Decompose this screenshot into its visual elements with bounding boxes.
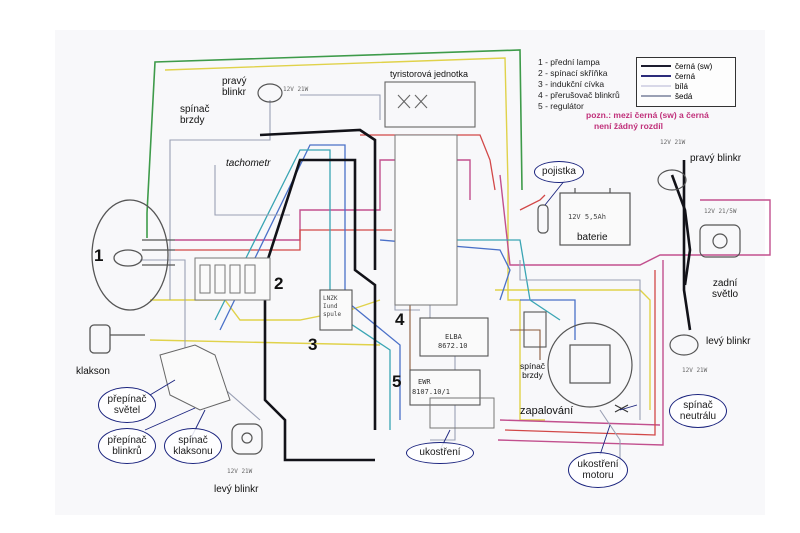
flasher-brand: ELBA [445, 333, 462, 341]
rear-left-blinker-lamp [669, 334, 699, 356]
label-rear-brake-switch: spínač brzdy [520, 361, 546, 381]
legend-label: černá [675, 71, 696, 81]
callout-text: ukostření [419, 447, 461, 459]
callout-light-switch: přepínač světel [98, 387, 156, 423]
key-item: 4 - přerušovač blinkrů [538, 90, 620, 100]
ground-terminal-strip [429, 397, 495, 429]
callout-fuse: pojistka [534, 161, 584, 183]
regulator-unit [409, 369, 481, 406]
bulb-rating: 12V 21/5W [704, 208, 737, 215]
note-line: není žádný rozdíl [594, 121, 663, 131]
legend-row: černá (sw) [641, 61, 731, 71]
ignition-coil [319, 289, 353, 331]
key-item: 2 - spínací skříňka [538, 68, 608, 78]
label-rear-right-blinker: pravý blinkr [690, 153, 742, 164]
cyan-wires [214, 149, 561, 430]
label-battery: baterie [577, 232, 608, 243]
thyristor-unit [384, 81, 476, 128]
component-key-list: 1 - přední lampa 2 - spínací skříňka 3 -… [538, 57, 620, 112]
ignition-switch-block [194, 257, 271, 301]
callout-text: přepínač světel [107, 393, 147, 417]
battery-rating: 12V 5,5Ah [568, 213, 606, 221]
red-wires [175, 134, 656, 436]
number-2: 2 [274, 274, 284, 293]
battery [559, 188, 631, 246]
label-speedometer: tachometr [226, 158, 271, 169]
label-front-right-blinker: pravý blinkr [222, 76, 247, 98]
headlamp [91, 199, 175, 311]
callout-engine-ground: ukostření motoru [568, 452, 628, 488]
rear-brake-switch [523, 311, 547, 348]
callout-text: spínač klaksonu [173, 434, 213, 458]
legend-swatch [641, 75, 671, 77]
regulator-brand: EWR [418, 378, 431, 386]
key-item: 5 - regulátor [538, 101, 584, 111]
legend-label: černá (sw) [675, 61, 713, 71]
black-wires [256, 128, 692, 462]
legend-swatch [641, 65, 671, 67]
callout-text: pojistka [542, 166, 576, 178]
front-left-blinker-lamp [231, 423, 263, 455]
label-rear-light: zadní světlo [712, 278, 739, 300]
callout-ground: ukostření [406, 442, 474, 464]
regulator-number: 8107.10/1 [412, 388, 450, 396]
legend-row: šedá [641, 91, 731, 101]
rear-right-blinker-lamp [657, 169, 687, 191]
legend-label: bílá [675, 81, 688, 91]
key-item: 1 - přední lampa [538, 57, 600, 67]
green-loop-wire [146, 49, 523, 238]
label-horn: klakson [76, 366, 110, 377]
number-5: 5 [392, 372, 402, 391]
bulb-rating: 12V 21W [283, 86, 309, 93]
callout-text: přepínač blinkrů [107, 434, 147, 458]
callout-blinker-switch: přepínač blinkrů [98, 428, 156, 464]
label-front-left-blinker: levý blinkr [214, 484, 259, 495]
fuse [537, 204, 549, 234]
callout-horn-switch: spínač klaksonu [164, 428, 222, 464]
central-terminal-block [394, 134, 458, 306]
bulb-rating: 12V 21W [227, 468, 253, 475]
callout-text: spínač neutrálu [679, 399, 717, 423]
legend-swatch [641, 95, 671, 97]
number-1: 1 [94, 246, 104, 265]
label-ignition: zapalování [520, 405, 574, 417]
handlebar-switch [159, 344, 231, 411]
callout-text: ukostření motoru [577, 458, 619, 482]
horn [89, 324, 145, 354]
note: pozn.: mezi černá (sw) a černá není žádn… [586, 110, 709, 132]
bulb-rating: 12V 21W [660, 139, 686, 146]
callout-neutral-switch: spínač neutrálu [669, 394, 727, 428]
alternator [547, 322, 633, 408]
flasher-unit [419, 317, 489, 357]
note-line: pozn.: mezi černá (sw) a černá [586, 110, 709, 120]
legend-swatch [641, 85, 671, 87]
legend-row: černá [641, 71, 731, 81]
number-4: 4 [395, 310, 405, 329]
bulb-rating: 12V 21W [682, 367, 708, 374]
flasher-number: 8672.10 [438, 342, 468, 350]
callout-leaders [144, 179, 638, 456]
label-thyristor-unit: tyristorová jednotka [390, 69, 469, 79]
label-front-brake-switch: spínač brzdy [180, 104, 210, 126]
legend-label: šedá [675, 91, 693, 101]
label-rear-left-blinker: levý blinkr [706, 336, 751, 347]
legend-row: bílá [641, 81, 731, 91]
number-3: 3 [308, 335, 318, 354]
rear-light-lamp [699, 224, 741, 258]
key-item: 3 - indukční cívka [538, 79, 605, 89]
coil-text: LNZK Iund spule [323, 295, 342, 318]
wire-color-legend: černá (sw) černá bílá šedá [636, 57, 736, 107]
neutral-switch-marker [614, 404, 629, 413]
front-right-blinker-lamp [257, 83, 283, 103]
